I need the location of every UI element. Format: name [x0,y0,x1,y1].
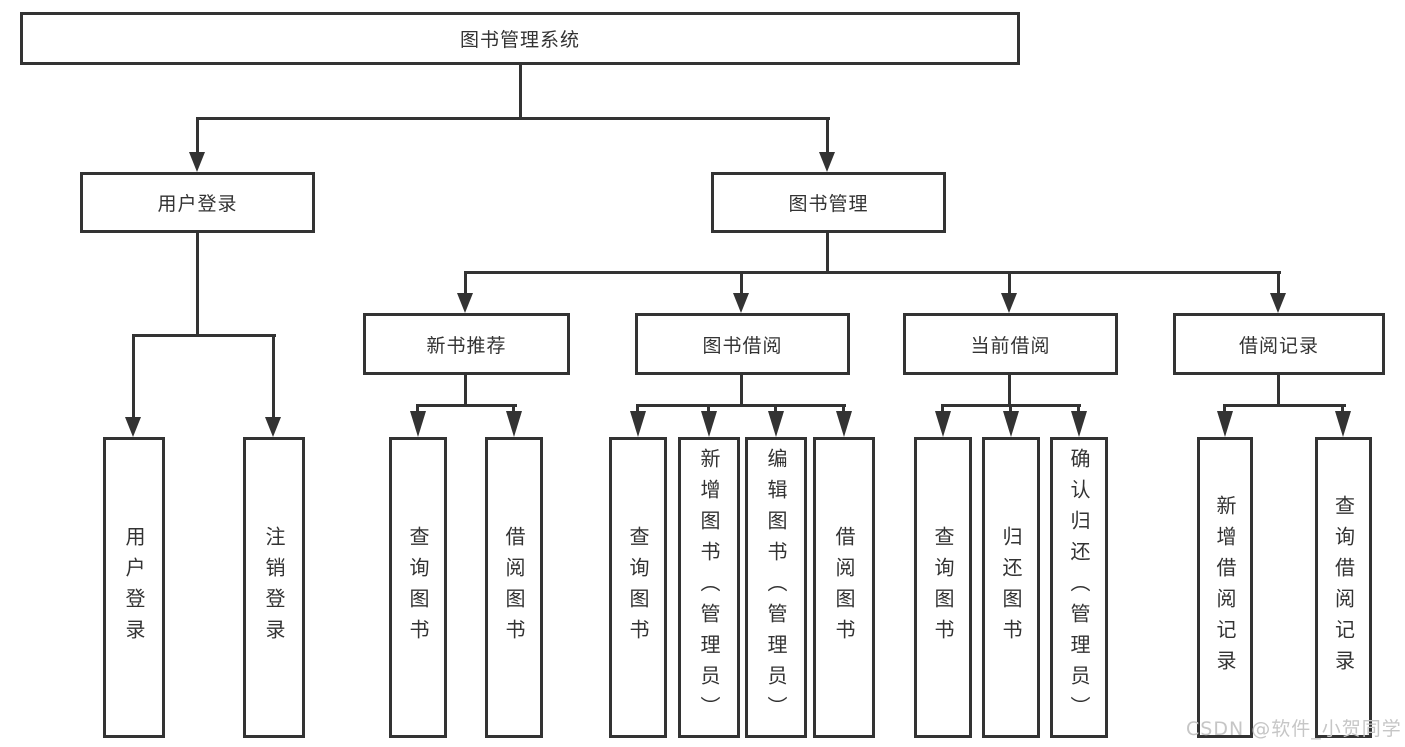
connector-stem-leaf [1223,404,1226,416]
leaf-borrow-book-1: 借阅图书 [485,437,543,738]
connector-stem-l3 [1277,271,1280,297]
connector-userlogin-rail [132,334,276,337]
connector-newbook-rail [417,404,517,407]
connector-bookmgmt-rail [465,271,1281,274]
leaf-edit-book-admin-label: 编辑图书（管理员） [764,448,788,727]
node-root-label: 图书管理系统 [459,29,580,51]
leaf-user-login: 用户登录 [103,437,165,738]
connector-stem-l3 [464,271,467,297]
leaf-query-borrow-record: 查询借阅记录 [1315,437,1372,738]
node-current-borrow: 当前借阅 [903,313,1118,375]
arrow-down-icon [733,293,749,313]
watermark: CSDN @软件_小贺同学 [1186,718,1402,740]
leaf-query-book-3-label: 查询图书 [931,525,955,650]
leaf-query-book-3: 查询图书 [914,437,972,738]
connector-stem-leaf [1077,404,1080,416]
arrow-down-icon [457,293,473,313]
leaf-return-book-label: 归还图书 [999,525,1023,650]
leaf-borrow-book-1-label: 借阅图书 [502,525,526,650]
connector-stem-leaf [774,404,777,416]
leaf-borrow-book-2-label: 借阅图书 [832,525,856,650]
leaf-logout-label: 注销登录 [262,525,286,650]
node-book-management-label: 图书管理 [788,193,869,215]
connector-bookmgmt-drop [826,231,829,274]
node-new-book-recommend-label: 新书推荐 [426,334,507,357]
connector-root-drop [519,64,522,120]
arrow-down-icon [1335,411,1351,437]
arrow-down-icon [1003,411,1019,437]
arrow-down-icon [1270,293,1286,313]
connector-stem-l3 [740,271,743,297]
connector-borrowrecord-drop [1277,373,1280,407]
leaf-query-book-2: 查询图书 [609,437,667,738]
node-book-borrow-label: 图书借阅 [702,334,783,357]
connector-stem-book-mgmt [826,117,829,155]
node-new-book-recommend: 新书推荐 [363,313,570,375]
node-borrow-record-label: 借阅记录 [1238,334,1319,357]
arrow-down-icon [1217,411,1233,437]
arrow-down-icon [1071,411,1087,437]
connector-stem-leaf [416,404,419,416]
connector-root-rail [196,117,830,120]
connector-stem-leaf [512,404,515,416]
leaf-user-login-label: 用户登录 [122,525,146,650]
leaf-add-book-admin: 新增图书（管理员） [678,437,740,738]
connector-borrowrecord-rail [1223,404,1346,407]
node-borrow-record: 借阅记录 [1173,313,1385,375]
arrow-down-icon [189,152,205,172]
leaf-borrow-book-2: 借阅图书 [813,437,875,738]
connector-bookborrow-rail [636,404,846,407]
connector-stem-leaf [842,404,845,416]
connector-bookborrow-drop [740,373,743,407]
node-root: 图书管理系统 [20,12,1020,65]
arrow-down-icon [768,411,784,437]
arrow-down-icon [1001,293,1017,313]
connector-stem-leaf [132,334,135,419]
node-user-login-label: 用户登录 [157,193,238,215]
leaf-query-book-2-label: 查询图书 [626,525,650,650]
arrow-down-icon [125,417,141,437]
connector-stem-l3 [1008,271,1011,297]
arrow-down-icon [935,411,951,437]
leaf-edit-book-admin: 编辑图书（管理员） [745,437,807,738]
node-book-management: 图书管理 [711,172,946,233]
arrow-down-icon [630,411,646,437]
leaf-add-borrow-record-label: 新增借阅记录 [1213,494,1237,681]
leaf-query-borrow-record-label: 查询借阅记录 [1331,494,1356,681]
arrow-down-icon [836,411,852,437]
arrow-down-icon [819,152,835,172]
connector-userlogin-drop [196,231,199,337]
leaf-return-book: 归还图书 [982,437,1040,738]
leaf-logout: 注销登录 [243,437,305,738]
connector-stem-leaf [272,334,275,419]
arrow-down-icon [265,417,281,437]
connector-stem-leaf [1341,404,1344,416]
arrow-down-icon [506,411,522,437]
arrow-down-icon [410,411,426,437]
connector-currentborrow-drop [1008,373,1011,407]
leaf-query-book-1-label: 查询图书 [406,525,430,650]
node-user-login: 用户登录 [80,172,315,233]
connector-newbook-drop [464,373,467,407]
node-current-borrow-label: 当前借阅 [970,334,1051,357]
leaf-add-book-admin-label: 新增图书（管理员） [697,448,721,727]
connector-stem-user-login [196,117,199,155]
connector-stem-leaf [1009,404,1012,416]
leaf-query-book-1: 查询图书 [389,437,447,738]
connector-stem-leaf [707,404,710,416]
leaf-add-borrow-record: 新增借阅记录 [1197,437,1253,738]
connector-stem-leaf [941,404,944,416]
connector-stem-leaf [636,404,639,416]
node-book-borrow: 图书借阅 [635,313,850,375]
leaf-confirm-return-admin-label: 确认归还（管理员） [1067,448,1091,727]
arrow-down-icon [701,411,717,437]
leaf-confirm-return-admin: 确认归还（管理员） [1050,437,1108,738]
